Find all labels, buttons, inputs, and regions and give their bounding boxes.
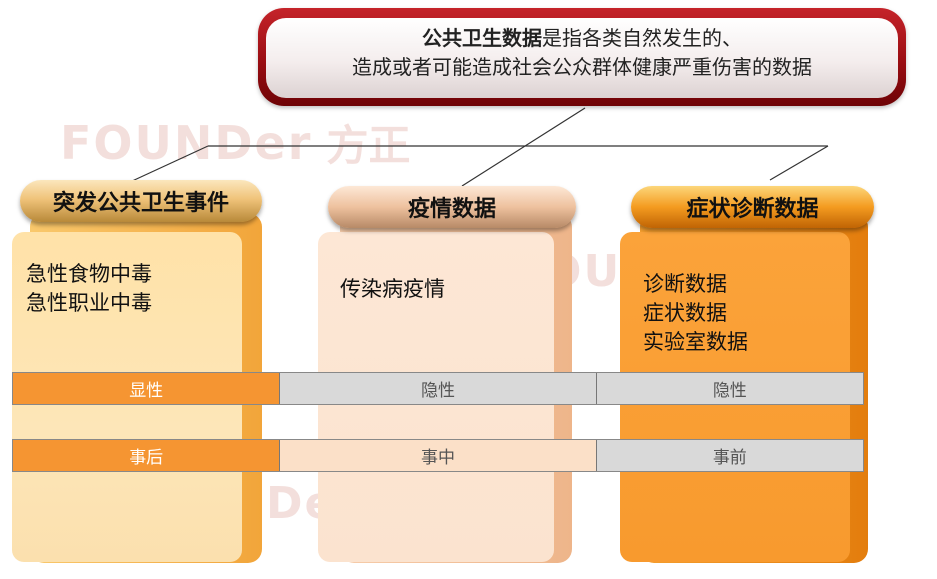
row-cell: 事中 [280, 440, 597, 471]
row-cell: 隐性 [280, 373, 597, 404]
row-cell: 显性 [13, 373, 281, 404]
definition-text: 公共卫生数据是指各类自然发生的、 造成或者可能造成社会公众群体健康严重伤害的数据 [266, 18, 898, 98]
list-item: 症状数据 [643, 301, 727, 325]
list-item: 实验室数据 [643, 330, 748, 354]
definition-banner: 公共卫生数据是指各类自然发生的、 造成或者可能造成社会公众群体健康严重伤害的数据 [258, 8, 906, 106]
list-item: 急性职业中毒 [26, 291, 152, 315]
column-3-items: 诊断数据 症状数据 实验室数据 [643, 270, 748, 357]
header-epidemic-data: 疫情数据 [328, 186, 576, 228]
row-cell: 隐性 [596, 373, 863, 404]
definition-line2: 造成或者可能造成社会公众群体健康严重伤害的数据 [352, 55, 812, 79]
timing-row: 事后 事中 事前 [12, 439, 864, 472]
list-item: 诊断数据 [643, 272, 727, 296]
definition-line1: 是指各类自然发生的、 [542, 26, 742, 50]
watermark-logo: FOUNDer [60, 115, 313, 170]
row-cell: 事前 [596, 440, 863, 471]
header-public-health-events: 突发公共卫生事件 [20, 180, 262, 222]
list-item: 传染病疫情 [340, 277, 445, 301]
column-2-items: 传染病疫情 [340, 275, 445, 304]
column-1-items: 急性食物中毒 急性职业中毒 [26, 260, 152, 318]
visibility-row: 显性 隐性 隐性 [12, 372, 864, 405]
header-symptom-diagnosis: 症状诊断数据 [631, 186, 874, 228]
row-cell: 事后 [13, 440, 281, 471]
definition-term: 公共卫生数据 [422, 26, 542, 50]
list-item: 急性食物中毒 [26, 262, 152, 286]
